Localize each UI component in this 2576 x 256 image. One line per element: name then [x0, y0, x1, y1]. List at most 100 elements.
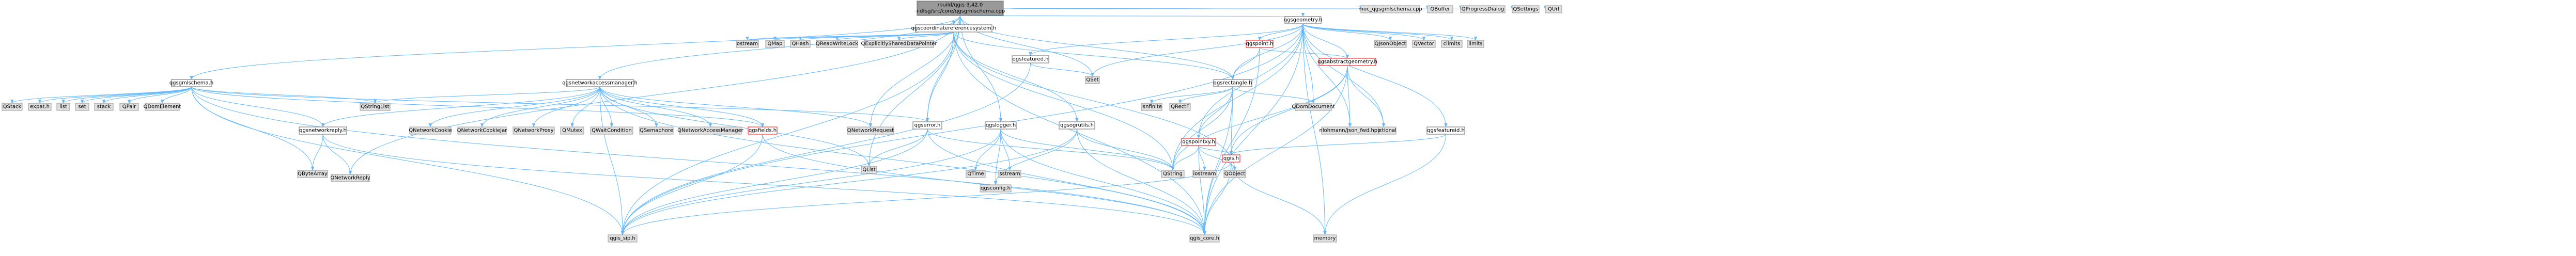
- edge-qgsgmlschema_h-to-list: [64, 86, 192, 103]
- node-label: QJsonObject: [1374, 41, 1406, 47]
- edge-qgis_h-to-qgis_sip_h: [623, 162, 1232, 235]
- node-label: QUrl: [1548, 7, 1559, 12]
- node-box: [1284, 16, 1322, 24]
- node-qgsgeometry_h[interactable]: qgsgeometry.h: [1284, 16, 1322, 24]
- node-label: qgis.h: [1223, 156, 1239, 162]
- node-QNetworkCookie: QNetworkCookie: [409, 126, 452, 135]
- node-label: QNetworkProxy: [514, 128, 553, 134]
- edge-qgsgeometry_h-to-qgsabstractgeometry_h: [1302, 23, 1347, 58]
- edge-qgsnetworkaccessmanager_h-to-qgis_core_h: [599, 86, 1205, 235]
- node-label: QNetworkAccessManager: [677, 128, 744, 134]
- edge-qgsgeometry_h-to-functional: [1302, 23, 1384, 127]
- node-QObject: QObject: [1223, 170, 1246, 178]
- node-box: [1059, 121, 1095, 130]
- node-qgsfeatured_h[interactable]: qgsfeatured.h: [1012, 55, 1049, 63]
- node-label: qgspointxy.h: [1182, 139, 1215, 145]
- node-QProgressDialog: QProgressDialog: [1460, 5, 1506, 13]
- edge-qgsgmlschema_h-to-qgsfields_h: [191, 86, 763, 127]
- node-box: [1545, 5, 1562, 13]
- edge-qgsabstractgeometry_h-to-functional: [1347, 65, 1384, 127]
- node-label: QMap: [768, 41, 783, 47]
- node-label: QNetworkReply: [330, 175, 370, 181]
- edge-qgsgmlschema_h-to-QByteArray: [191, 86, 313, 170]
- edge-root-to-QList: [869, 15, 960, 166]
- node-box: [985, 121, 1017, 130]
- node-box: [1213, 79, 1252, 87]
- node-box: [966, 170, 986, 178]
- node-QDomDocument: QDomDocument: [1292, 103, 1335, 111]
- node-box: [119, 103, 139, 111]
- node-QNetworkProxy: QNetworkProxy: [513, 126, 555, 135]
- node-box: [75, 103, 89, 111]
- node-QSet: QSet: [1085, 76, 1100, 84]
- node-box: [566, 79, 634, 87]
- edge-qgscoordinatereferencesystem_h-to-QReadWriteLock: [837, 31, 954, 40]
- node-box: [1085, 76, 1100, 84]
- edge-qgspoint_h-to-qgsrectangle_h: [1233, 47, 1260, 79]
- node-qgsfeatureid_h[interactable]: qgsfeatureid.h: [1426, 126, 1465, 135]
- node-qgsrectangle_h[interactable]: qgsrectangle.h: [1213, 79, 1252, 87]
- node-label: qgscoordinatereferencesystem.h: [911, 26, 997, 31]
- node-box: [1181, 138, 1216, 146]
- edge-qgsnetworkaccessmanager_h-to-qgsfields_h: [599, 86, 763, 127]
- edge-qgsgmlschema_h-to-QDomElement: [162, 86, 192, 103]
- node-iostream: iostream: [1192, 170, 1217, 178]
- node-set: set: [75, 103, 89, 111]
- edge-root-to-qgsgmlschema_h: [192, 15, 960, 79]
- edge-qgsgmlschema_h-to-QStack: [12, 86, 192, 103]
- node-qgsogrutils_h[interactable]: qgsogrutils.h: [1059, 121, 1095, 130]
- node-qgscoordinatereferencesystem_h[interactable]: qgscoordinatereferencesystem.h: [911, 24, 997, 33]
- node-box: [864, 40, 934, 48]
- node-box: [1313, 234, 1337, 243]
- node-box: [608, 234, 638, 243]
- node-label: QExplicitlySharedDataPointer: [861, 41, 937, 47]
- edge-qgsfeatureid_h-to-memory: [1325, 134, 1446, 235]
- node-sstream: sstream: [998, 170, 1021, 178]
- node-qgsabstractgeometry_h[interactable]: qgsabstractgeometry.h: [1317, 58, 1377, 66]
- node-qgis_h[interactable]: qgis.h: [1222, 154, 1240, 163]
- edge-qgslogger_h-to-qgis_sip_h: [623, 129, 1001, 235]
- node-box: [765, 40, 785, 48]
- node-qgslogger_h[interactable]: qgslogger.h: [985, 121, 1017, 130]
- node-box: [2, 103, 23, 111]
- node-label: qgsnetworkreply.h: [299, 128, 347, 134]
- node-moc_qgsgmlschema_cpp: moc_qgsgmlschema.cpp: [1358, 5, 1422, 13]
- node-QPair: QPair: [119, 103, 139, 111]
- node-qgsnetworkreply_h[interactable]: qgsnetworkreply.h: [299, 126, 347, 135]
- node-expat_h: expat.h: [28, 103, 52, 111]
- node-label: QMutex: [562, 128, 582, 134]
- node-QSemaphore: QSemaphore: [639, 126, 674, 135]
- node-layer: /build/qgis-3.42.0+dfsg/src/core/qgsgmls…: [2, 1, 1562, 243]
- edge-qgslogger_h-to-QString: [1000, 129, 1173, 170]
- node-qgspointxy_h[interactable]: qgspointxy.h: [1181, 138, 1216, 146]
- node-QNetworkReply: QNetworkReply: [330, 174, 370, 182]
- edge-qgsrectangle_h-to-qgis_core_h: [1205, 86, 1233, 235]
- node-label: QSemaphore: [640, 128, 673, 134]
- node-qgsgmlschema_h[interactable]: qgsgmlschema.h: [169, 79, 213, 87]
- node-label: QVector: [1414, 41, 1435, 47]
- node-label: functional: [1371, 128, 1396, 134]
- edge-qgsogrutils_h-to-QString: [1077, 129, 1173, 170]
- node-box: [560, 126, 584, 135]
- node-root[interactable]: /build/qgis-3.42.0+dfsg/src/core/qgsgmls…: [915, 1, 1005, 16]
- node-QJsonObject: QJsonObject: [1374, 40, 1407, 48]
- edge-qgscoordinatereferencesystem_h-to-QString: [953, 31, 1173, 170]
- node-label: QSet: [1086, 77, 1098, 83]
- node-qgsnetworkaccessmanager_h[interactable]: qgsnetworkaccessmanager.h: [562, 79, 638, 87]
- edge-qgsabstractgeometry_h-to-nlohmann_json_fwd_hpp: [1347, 65, 1350, 127]
- node-qgis_core_h: qgis_core.h: [1189, 234, 1220, 243]
- node-label: QNetworkRequest: [847, 128, 894, 134]
- edge-qgsgmlschema_h-to-QPair: [129, 86, 192, 103]
- node-box: [1192, 170, 1217, 178]
- edge-qgsgmlschema_h-to-qgis_sip_h: [191, 86, 623, 235]
- node-qgspoint_h[interactable]: qgspoint.h: [1246, 40, 1274, 48]
- edge-qgsgeometry_h-to-memory: [1302, 23, 1325, 235]
- node-QString: QString: [1161, 170, 1185, 178]
- edge-qgsnetworkaccessmanager_h-to-QMutex: [572, 86, 600, 127]
- node-box: [1246, 40, 1274, 48]
- node-label: sstream: [999, 171, 1020, 177]
- node-box: [1223, 170, 1246, 178]
- edge-qgsrectangle_h-to-QString: [1173, 86, 1233, 170]
- node-qgserror_h[interactable]: qgserror.h: [912, 121, 942, 130]
- node-qgsfields_h[interactable]: qgsfields.h: [748, 126, 778, 135]
